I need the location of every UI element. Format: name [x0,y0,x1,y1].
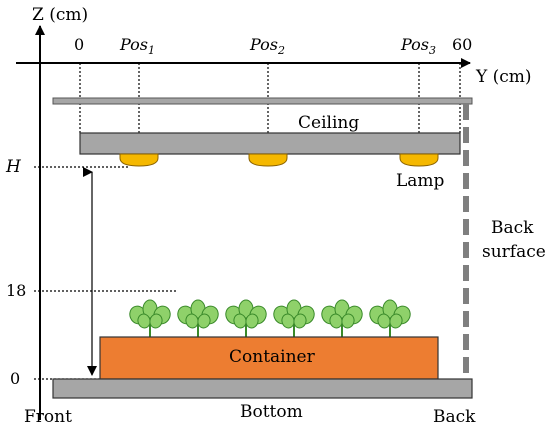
plant-leaf [197,313,211,329]
plant-leaf [149,313,163,329]
y-tick-0: 0 [74,35,84,54]
back-surface-label-line1: Back [491,218,534,238]
plant-seedling [369,299,411,337]
plant-seedling [177,299,219,337]
ceiling-panel [79,132,461,155]
pos1-label: Pos1 [119,35,155,57]
back-surface-label-line2: surface [482,242,546,262]
z-tick-0: 0 [10,369,20,388]
plant-seedling [129,299,171,337]
z-axis-label: Z (cm) [32,5,88,25]
lamp-pos3 [399,153,439,167]
plant-seedling [321,299,363,337]
plant-leaf [389,313,403,329]
pos2-label: Pos2 [249,35,285,57]
lamp-label: Lamp [396,171,445,191]
plant-seedling [225,299,267,337]
pos3-label: Pos3 [400,35,436,57]
plants-group [129,299,411,337]
ceiling-top-bar [52,97,473,105]
ceiling-label: Ceiling [298,113,359,133]
front-label: Front [24,407,72,427]
plant-seedling [273,299,315,337]
container-label: Container [229,347,316,367]
plant-leaf [245,313,259,329]
lamp-pos1 [119,153,159,167]
z-tick-18: 18 [6,281,26,300]
z-tick-H: H [5,157,22,177]
lamp-pos2 [248,153,288,167]
bottom-slab [52,378,473,399]
back-label: Back [433,407,476,427]
plant-leaf [341,313,355,329]
y-axis-label: Y (cm) [475,67,532,87]
plant-leaf [293,313,307,329]
bottom-label: Bottom [240,402,303,422]
y-tick-60: 60 [452,35,472,54]
